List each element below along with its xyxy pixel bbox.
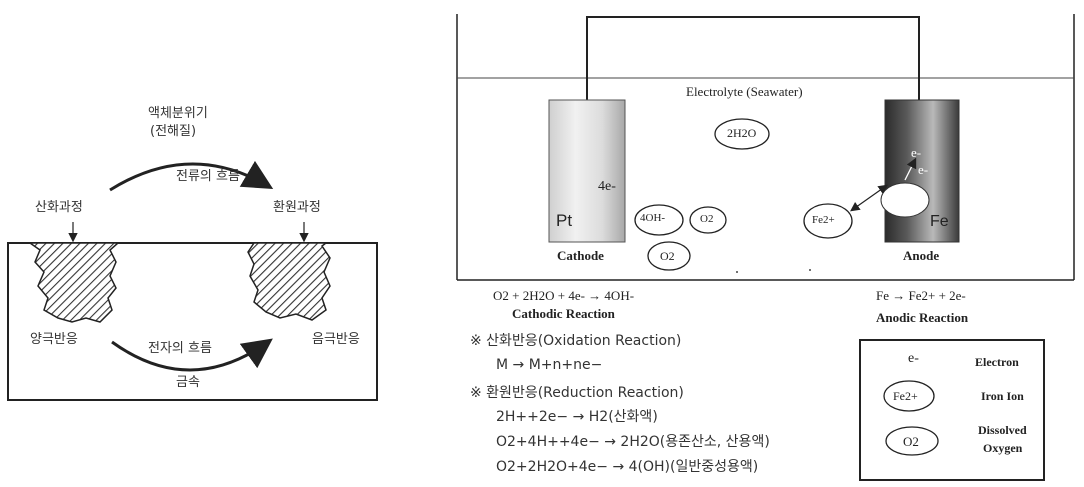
legend-iron-label: Iron Ion	[981, 389, 1024, 403]
environment-label: 액체분위기	[148, 106, 208, 121]
pt-label: Pt	[556, 211, 573, 230]
electron-symbol-1: e-	[911, 145, 922, 160]
cathode-label: Cathode	[557, 248, 604, 263]
dot-1	[736, 271, 738, 273]
current-flow-label: 전류의 흐름	[176, 169, 240, 184]
current-flow-arrow	[109, 160, 274, 192]
cathodic-caption: Cathodic Reaction	[512, 306, 615, 321]
electron-arrow	[904, 157, 917, 181]
anode-pit	[27, 242, 120, 323]
oxygen-symbol-2: O2	[660, 249, 675, 263]
reduction-equation-3: O2+2H2O+4e− → 4(OH)(일반중성용액)	[496, 459, 759, 475]
legend-oxygen-symbol: O2	[903, 434, 919, 449]
legend-oxygen-circle	[885, 426, 939, 456]
iron-ion-arrow	[850, 184, 888, 212]
oxidation-equation: M → M+n+ne−	[496, 357, 603, 373]
metal-block	[7, 242, 378, 401]
water-symbol: 2H2O	[727, 126, 757, 140]
anode-reaction-label: 양극반응	[30, 332, 78, 347]
oxygen-circle-1	[689, 206, 727, 234]
anode-label: Anode	[903, 248, 940, 263]
reduction-heading: ※ 환원반응(Reduction Reaction)	[470, 385, 684, 401]
electron-flow-arrow	[111, 338, 273, 372]
external-wire	[586, 16, 920, 100]
iron-ion-symbol: Fe2+	[812, 214, 835, 226]
cathodic-equation: O2 + 2H2O + 4e- → 4OH-	[493, 288, 635, 303]
metal-label: 금속	[176, 375, 200, 390]
cathode-pit	[247, 242, 331, 321]
oxygen-symbol-1: O2	[700, 213, 714, 225]
reduction-process-label: 환원과정	[273, 200, 321, 215]
fe-corrosion-pit	[880, 182, 930, 218]
four-electrons-label: 4e-	[598, 179, 616, 194]
dot-2	[809, 269, 811, 271]
fe-electrode	[884, 99, 960, 243]
electrolyte-label: Electrolyte (Seawater)	[686, 84, 803, 99]
oxygen-circle-2	[647, 241, 691, 271]
oxidation-heading: ※ 산화반응(Oxidation Reaction)	[470, 333, 682, 349]
environment-sublabel: (전해질)	[150, 124, 197, 139]
electron-symbol-2: e-	[918, 162, 929, 177]
electron-flow-label: 전자의 흐름	[148, 341, 212, 356]
legend-electron-label: Electron	[975, 355, 1019, 369]
oxidation-process-label: 산화과정	[35, 200, 83, 215]
pt-electrode	[548, 99, 626, 243]
anodic-equation: Fe → Fe2+ + 2e-	[876, 288, 966, 303]
reduction-equation-2: O2+4H++4e− → 2H2O(용존산소, 산용액)	[496, 434, 770, 450]
legend-oxygen-label: Dissolved	[978, 423, 1027, 437]
legend-electron-symbol: e-	[908, 351, 919, 366]
reduction-equation-1: 2H++2e− → H2(산화액)	[496, 409, 658, 425]
anodic-caption: Anodic Reaction	[876, 310, 969, 325]
hydroxide-circle	[634, 204, 684, 236]
cathode-reaction-label: 음극반응	[312, 332, 360, 347]
legend-oxygen-label-2: Oxygen	[983, 441, 1023, 455]
fe-label: Fe	[930, 213, 949, 230]
legend-iron-symbol: Fe2+	[893, 389, 918, 403]
iron-ion-circle	[803, 203, 853, 239]
water-circle	[714, 118, 770, 150]
hydroxide-symbol: 4OH-	[640, 212, 666, 224]
legend-box	[859, 339, 1045, 481]
legend-iron-circle	[883, 380, 935, 412]
